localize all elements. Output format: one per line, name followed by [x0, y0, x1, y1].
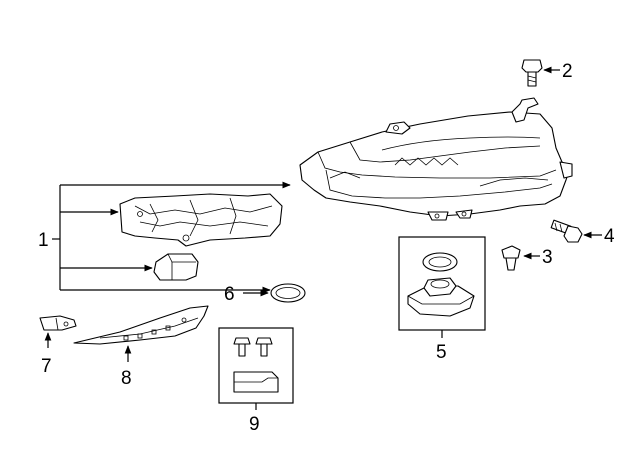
callout-8-label: 8: [121, 368, 132, 389]
callout-7-label: 7: [41, 356, 52, 377]
callout-5-label: 5: [436, 342, 447, 363]
kit-screw-left: [233, 337, 251, 357]
bulb-socket: [407, 277, 475, 317]
callout-1-label: 1: [38, 230, 49, 251]
callout-9-label: 9: [249, 414, 260, 435]
bolt-2: [521, 59, 543, 87]
callout-6-label: 6: [224, 284, 235, 305]
kit-screw-right: [255, 337, 273, 357]
screw-4: [550, 219, 583, 243]
bracket-7: [39, 315, 77, 331]
kit-bracket: [233, 371, 279, 393]
callout-1-bracket: [52, 181, 291, 294]
callout-2-label: 2: [562, 61, 573, 82]
bulb-seal: [422, 252, 458, 272]
callout-4-label: 4: [604, 226, 615, 247]
o-ring: [270, 283, 306, 303]
clip-3: [501, 245, 521, 271]
lamp-module: [153, 253, 199, 281]
callout-3-label: 3: [542, 247, 553, 268]
headlamp-assembly: [299, 97, 573, 221]
headlamp-housing: [119, 193, 283, 247]
bracket-8: [73, 305, 209, 345]
